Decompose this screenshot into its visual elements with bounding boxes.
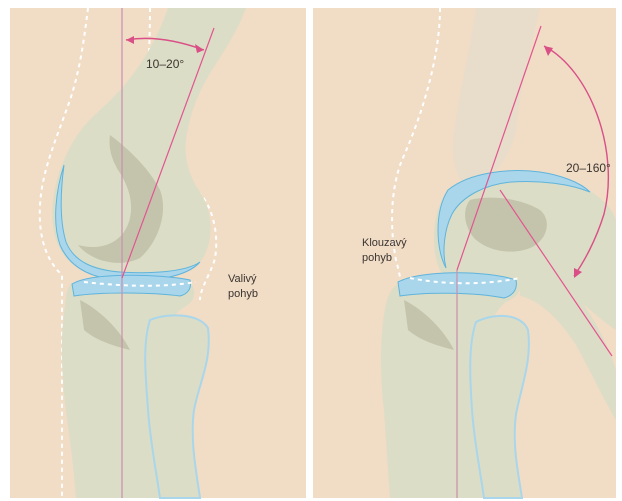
left-angle-label: 10–20° bbox=[146, 57, 184, 71]
right-motion-label-line2: pohyb bbox=[362, 252, 392, 264]
left-motion-label-line2: pohyb bbox=[228, 288, 258, 300]
left-motion-label-line1: Valivý bbox=[228, 273, 257, 285]
right-panel-gliding-motion: 20–160° Klouzavý pohyb bbox=[313, 8, 616, 498]
right-angle-label: 20–160° bbox=[566, 161, 611, 175]
left-panel-rolling-motion: 10–20° Valivý pohyb bbox=[10, 8, 306, 498]
right-motion-label-line1: Klouzavý bbox=[362, 237, 407, 249]
